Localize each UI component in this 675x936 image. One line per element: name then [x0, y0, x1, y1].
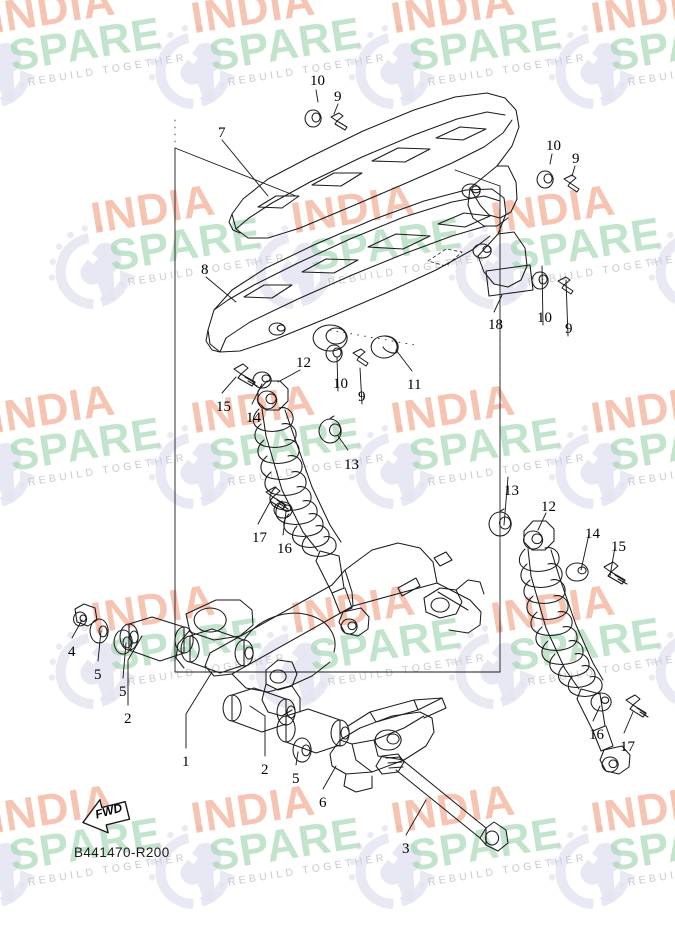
- callout-9: 9: [572, 151, 580, 167]
- part-12-shock-absorber-left: [252, 380, 370, 637]
- reference-frame: [174, 147, 501, 673]
- callout-15: 15: [611, 539, 626, 555]
- callout-14: 14: [585, 526, 600, 542]
- part-1-rear-arm-swingarm: [175, 542, 485, 717]
- callout-10: 10: [310, 73, 325, 89]
- part-5-washers: [89, 618, 312, 763]
- callout-16: 16: [277, 541, 292, 557]
- callout-10: 10: [546, 138, 561, 154]
- callout-9: 9: [334, 89, 342, 105]
- leader-lines: [71, 89, 634, 836]
- fwd-direction-marker: FWD: [78, 795, 140, 837]
- fastener-set-top-left: [304, 109, 348, 131]
- callout-13: 13: [344, 457, 359, 473]
- diagram-code: B441470-R200: [74, 845, 170, 860]
- fastener-set-mid-center: [325, 344, 369, 367]
- callout-15: 15: [216, 399, 231, 415]
- callout-2: 2: [124, 711, 132, 727]
- callout-17: 17: [252, 530, 267, 546]
- part-18-caution-label: [485, 264, 534, 297]
- callout-17: 17: [620, 739, 635, 755]
- callout-7: 7: [218, 125, 226, 141]
- callout-5: 5: [292, 771, 300, 787]
- part-2-collars: [119, 616, 350, 754]
- callout-1: 1: [182, 754, 190, 770]
- callout-10: 10: [333, 376, 348, 392]
- part-6-chain-tensioner: [329, 697, 447, 793]
- callout-14: 14: [246, 410, 261, 426]
- part-8-lower-chain-case: [205, 188, 528, 353]
- fastener-set-mid-right: [531, 271, 574, 295]
- callout-9: 9: [565, 321, 573, 337]
- callout-4: 4: [68, 644, 76, 660]
- fasteners-shock-left: [233, 363, 342, 519]
- callout-5: 5: [119, 684, 127, 700]
- callout-10: 10: [537, 310, 552, 326]
- callout-3: 3: [402, 841, 410, 857]
- part-7-upper-chain-case: [228, 92, 520, 239]
- part-3-pivot-shaft: [375, 753, 509, 852]
- callout-16: 16: [589, 727, 604, 743]
- callout-11: 11: [407, 377, 422, 393]
- part-4-nut: [73, 603, 98, 627]
- callout-13: 13: [504, 483, 519, 499]
- part-12-shock-absorber-right: [518, 520, 631, 775]
- callout-6: 6: [319, 795, 327, 811]
- callout-12: 12: [296, 355, 311, 371]
- callout-2: 2: [261, 762, 269, 778]
- callout-5: 5: [94, 667, 102, 683]
- callout-8: 8: [201, 262, 209, 278]
- callout-9: 9: [358, 389, 366, 405]
- fastener-set-top-right: [536, 170, 580, 193]
- callout-18: 18: [488, 317, 503, 333]
- reference-centerlines: [174, 119, 501, 471]
- callout-12: 12: [541, 499, 556, 515]
- fasteners-shock-right: [488, 508, 649, 718]
- part-11-cap-plug: [370, 335, 399, 359]
